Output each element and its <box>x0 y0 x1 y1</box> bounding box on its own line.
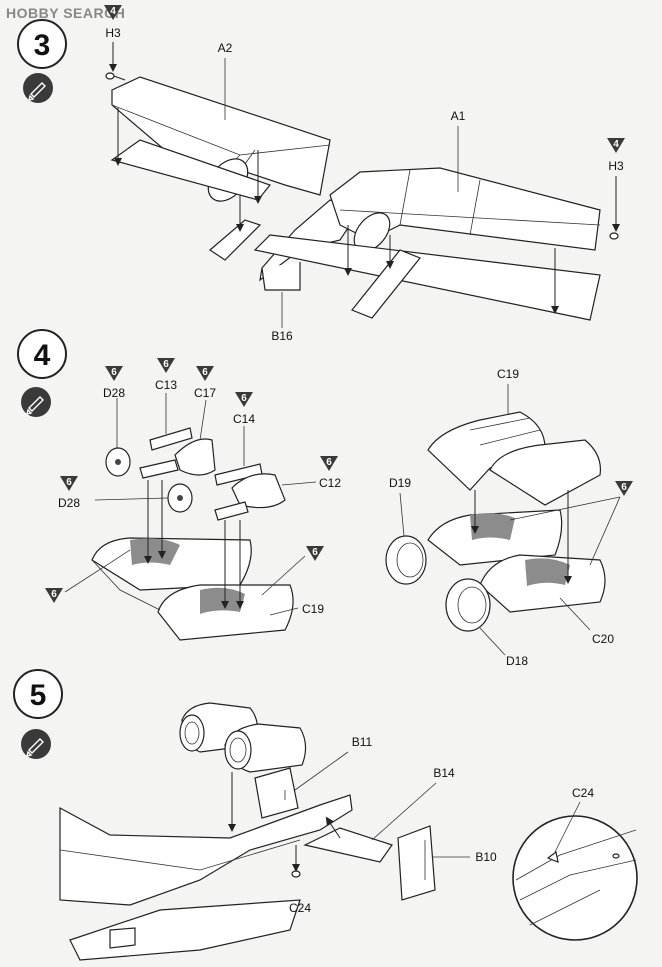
svg-text:C14: C14 <box>233 412 255 426</box>
step-3: 3 4 H3 A2 B16 A1 <box>17 5 625 343</box>
part-b14 <box>303 827 393 863</box>
svg-text:D28: D28 <box>103 386 125 400</box>
svg-text:6: 6 <box>241 393 247 404</box>
part-label-b16: B16 <box>271 329 293 343</box>
part-label-h3: H3 <box>608 159 624 173</box>
part-label-b10: B10 <box>475 850 497 864</box>
marker-number: 4 <box>110 6 116 17</box>
part-d18 <box>445 578 491 632</box>
marker-left-gray: 6 <box>45 588 63 603</box>
part-label-c24: C24 <box>289 901 311 915</box>
svg-text:C13: C13 <box>155 378 177 392</box>
step-3-number: 3 <box>34 29 51 62</box>
paint-brush-icon <box>22 72 54 104</box>
step-5-number: 5 <box>30 679 47 712</box>
marker-c13: 6 C13 <box>155 358 177 392</box>
svg-text:6: 6 <box>312 547 318 558</box>
svg-text:6: 6 <box>51 589 57 600</box>
marker-number: 4 <box>613 139 619 150</box>
wing-a2 <box>111 76 331 196</box>
step-5-circle <box>13 669 63 719</box>
step-4-number: 4 <box>34 339 51 372</box>
part-b10 <box>397 825 436 901</box>
marker-d28-mid: 6 D28 <box>58 476 80 510</box>
svg-text:6: 6 <box>111 367 117 378</box>
part-label-h3: H3 <box>105 26 121 40</box>
part-d19 <box>385 535 427 585</box>
svg-text:6: 6 <box>326 457 332 468</box>
step-4-circle <box>17 329 67 379</box>
part-label-b14: B14 <box>433 766 455 780</box>
marker-right-cluster: 6 <box>615 481 633 496</box>
wing-a1 <box>329 167 601 251</box>
part-label-c24-detail: C24 <box>572 786 594 800</box>
marker-c17: 6 C17 <box>194 366 216 400</box>
step-5: 5 B11 B14 B10 C24 C2 <box>13 669 638 961</box>
paint-brush-icon <box>20 728 52 760</box>
step-3-circle <box>17 19 67 69</box>
marker-c12: 6 C12 <box>319 456 341 490</box>
svg-text:6: 6 <box>66 477 72 488</box>
svg-text:6: 6 <box>163 359 169 370</box>
marker-right-gray: 6 <box>306 546 324 561</box>
part-label-d18: D18 <box>506 654 528 668</box>
step-4: 4 6 D28 6 C13 6 C17 6 C14 6 C12 <box>17 329 633 668</box>
color-marker-triangle <box>104 5 122 20</box>
svg-text:6: 6 <box>202 367 208 378</box>
part-label-b11: B11 <box>352 735 373 749</box>
part-label-c19: C19 <box>497 367 519 381</box>
part-label-c20: C20 <box>592 632 614 646</box>
part-label-a2: A2 <box>218 41 233 55</box>
svg-text:C12: C12 <box>319 476 341 490</box>
part-label-c19: C19 <box>302 602 324 616</box>
marker-c14: 6 C14 <box>233 392 255 426</box>
svg-text:6: 6 <box>621 482 627 493</box>
part-c24 <box>291 870 301 878</box>
svg-text:D28: D28 <box>58 496 80 510</box>
marker-d28-top: 6 D28 <box>103 366 125 400</box>
paint-brush-icon <box>20 386 52 418</box>
color-marker-triangle <box>607 138 625 153</box>
svg-text:C17: C17 <box>194 386 216 400</box>
part-label-d19: D19 <box>389 476 411 490</box>
detail-inset <box>512 815 638 941</box>
part-label-a1: A1 <box>451 109 466 123</box>
watermark-text: HOBBY SEARCH <box>6 5 125 21</box>
